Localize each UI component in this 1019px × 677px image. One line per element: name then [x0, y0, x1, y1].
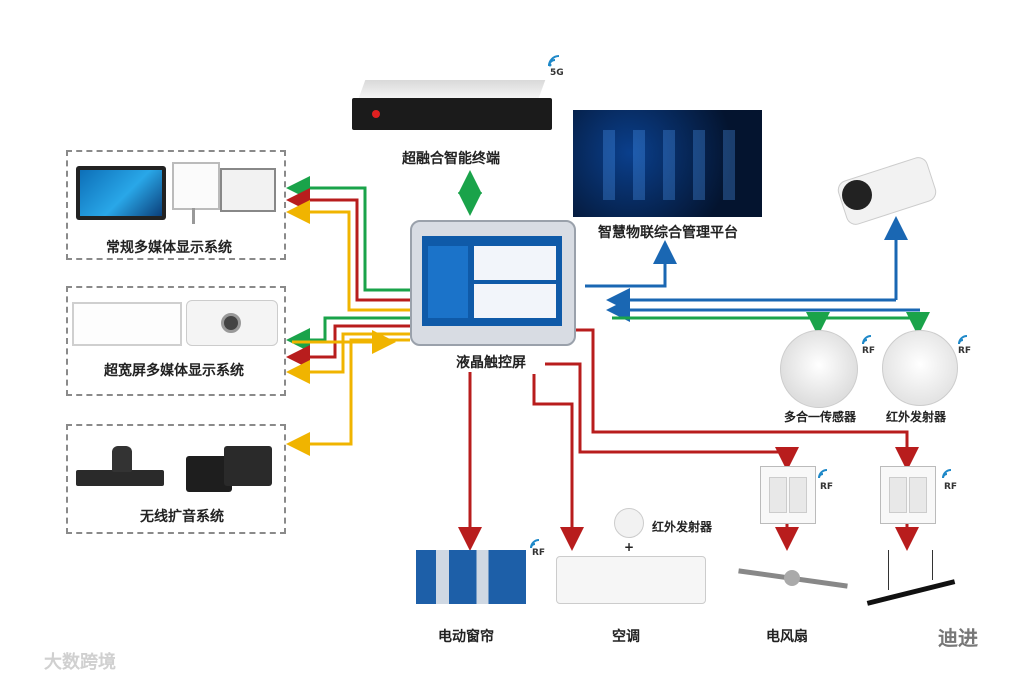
- touch-screen-device: [410, 220, 576, 346]
- wire-platform-blue: [585, 240, 677, 288]
- whiteboard-stand: [192, 208, 195, 224]
- watermark-left: 大数跨境: [44, 652, 116, 673]
- microphone-image: [112, 446, 132, 472]
- wire-ac-red: [532, 374, 584, 551]
- wire-sensor-green: [612, 312, 830, 336]
- wire-wide-green: [286, 316, 410, 352]
- ir-emitter-ac-label: 红外发射器: [652, 520, 713, 534]
- wifi-icon: [548, 52, 562, 67]
- wireless-audio-box: [66, 424, 286, 534]
- media-display-box: [66, 150, 286, 260]
- platform-label: 智慧物联综合管理平台: [598, 225, 738, 241]
- wire-switch2-red: [575, 328, 919, 471]
- ir-emitter-ac-image: [614, 508, 644, 538]
- monitor-image: [76, 166, 166, 220]
- wire-switch1-red: [545, 362, 799, 471]
- rf-badge-ir-emitter: RF: [958, 346, 972, 356]
- rf-badge-curtain: RF: [532, 548, 546, 558]
- terminal-label: 超融合智能终端: [402, 151, 500, 167]
- wifi-icon: [862, 330, 874, 349]
- rf-badge-switch-lamp: RF: [944, 482, 958, 492]
- ac-label: 空调: [612, 629, 640, 645]
- widescreen-display-label: 超宽屏多媒体显示系统: [104, 363, 244, 379]
- ceiling-fan-image: [738, 560, 848, 604]
- curtain-label: 电动窗帘: [438, 629, 494, 645]
- wireless-audio-label: 无线扩音系统: [140, 509, 224, 525]
- fan-label: 电风扇: [766, 629, 808, 645]
- sensor-label: 多合一传感器: [784, 410, 857, 424]
- widescreen-display-box: [66, 286, 286, 396]
- wifi-icon: [818, 464, 830, 483]
- wire-media-yellow: [286, 200, 410, 312]
- platform-screen-image: [573, 110, 762, 217]
- speaker-right-image: [224, 446, 272, 486]
- wifi-icon: [530, 534, 542, 553]
- wire-ir-green: [818, 312, 930, 336]
- curtain-image: [416, 550, 526, 604]
- wire-media-red: [286, 188, 410, 302]
- audio-receiver-image: [76, 470, 164, 486]
- projection-screen-image: [220, 168, 276, 212]
- ir-emitter-image: [882, 330, 958, 406]
- widescreen-panel-image: [72, 302, 182, 346]
- plus-sign: +: [624, 540, 635, 554]
- rf-badge-sensor: RF: [862, 346, 876, 356]
- camera-image: [835, 150, 956, 228]
- wifi-icon: [942, 464, 954, 483]
- touch-screen-label: 液晶触控屏: [456, 355, 526, 371]
- switch-panel-lamp: [880, 466, 936, 524]
- wire-audio-yellow: [286, 338, 410, 456]
- media-display-label: 常规多媒体显示系统: [106, 240, 232, 256]
- rf-badge-switch-fan: RF: [820, 482, 834, 492]
- five-g-badge: 5G: [550, 68, 564, 78]
- watermark-right: 迪进: [938, 626, 978, 650]
- whiteboard-image: [172, 162, 220, 210]
- ir-emitter-right-label: 红外发射器: [886, 410, 947, 424]
- terminal-server-image: [352, 80, 552, 136]
- switch-panel-fan: [760, 466, 816, 524]
- wifi-icon: [958, 330, 970, 349]
- pendant-lamp-image: [866, 550, 956, 606]
- projector-image: [186, 300, 278, 346]
- air-conditioner-image: [556, 556, 706, 604]
- sensor-image: [780, 330, 858, 408]
- wire-media-green: [286, 176, 410, 292]
